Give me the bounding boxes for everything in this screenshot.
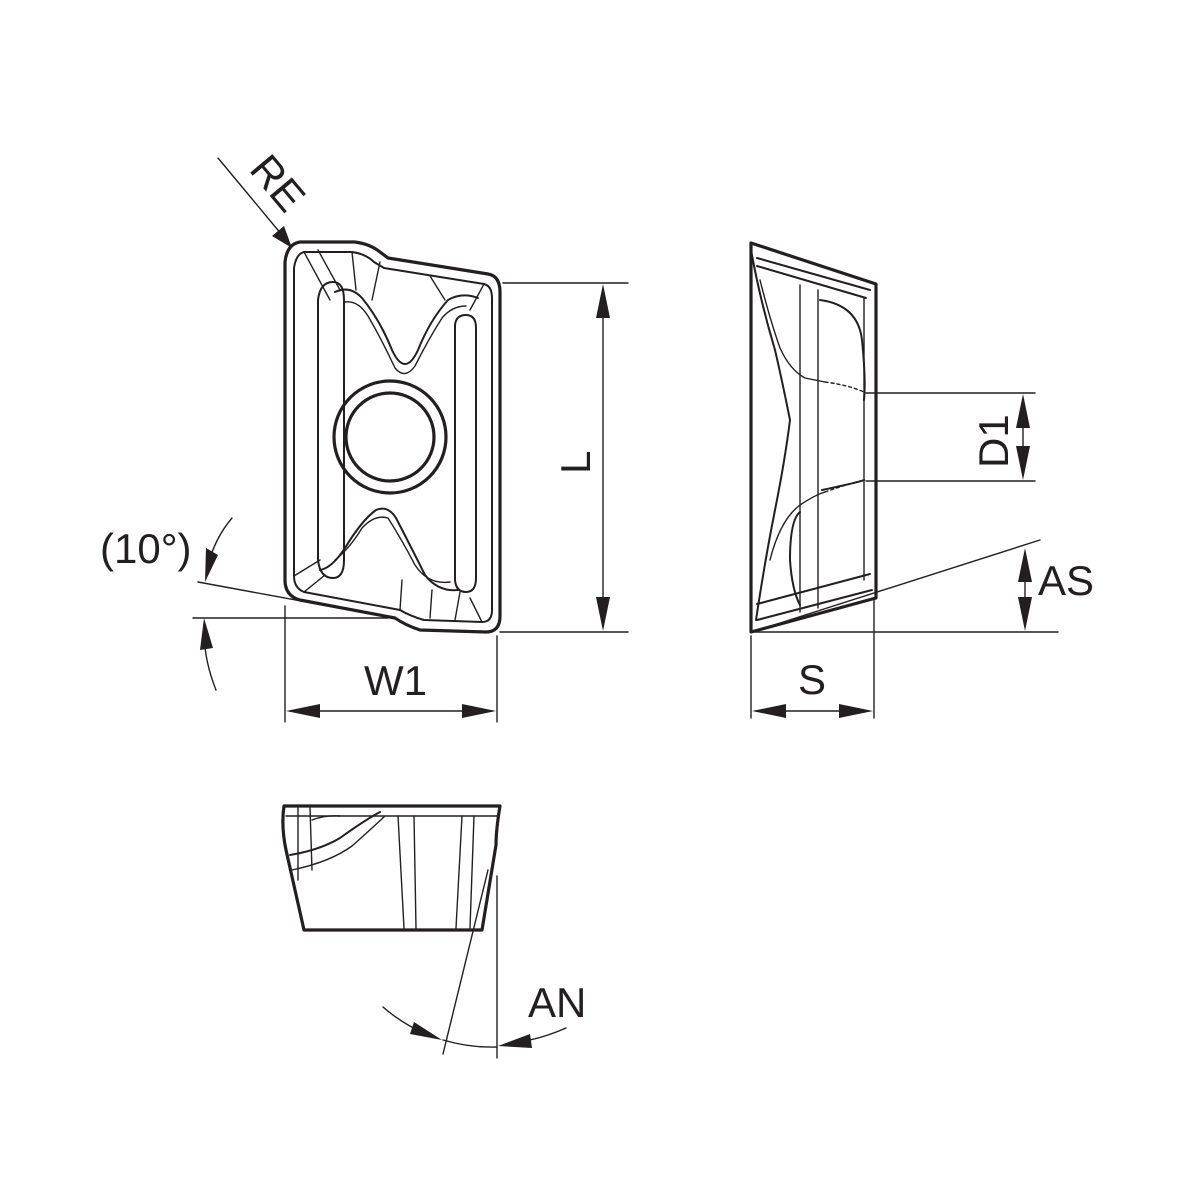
re-leader-line [217,157,283,236]
top-view-corner-facet-bl [293,559,326,593]
front-view-left-bevel [297,807,313,881]
front-view-chip-wave-2 [291,815,386,871]
an-arrow-left [410,1022,442,1040]
re-dimension: RE [217,146,315,248]
top-view-lower-chipbreaker-inner [334,516,451,584]
angle-10-dimension: (10°) [100,517,389,691]
re-arrowhead [272,226,292,248]
side-view-front-contour [750,249,791,621]
an-label: AN [528,979,586,1026]
side-view-upper-chip-curve [819,299,866,401]
side-view-top-band [756,257,871,299]
top-view-corner-facet-tr [371,261,485,311]
front-view [281,804,502,932]
as-arrow-top [1018,548,1032,582]
top-view-corner-facet-br [399,579,483,623]
side-view-outline [749,241,878,634]
an-arc-bottom [442,1039,498,1048]
as-slant-line [751,539,1041,633]
top-view-upper-chipbreaker [334,288,479,365]
d1-arrow-top [1016,394,1030,428]
as-arrow-bottom [1018,597,1032,631]
top-view-left-groove [317,281,345,579]
s-dimension: S [750,599,875,719]
angle-10-arrow-upper [205,548,218,582]
l-arrow-bottom [596,597,610,631]
side-view [749,241,878,634]
angle-10-label: (10°) [100,525,192,572]
top-view-outline [283,240,502,634]
top-view [283,240,502,634]
side-view-hole-dashed-top [824,381,865,393]
d1-label: D1 [970,414,1017,468]
s-arrow-right [839,704,873,718]
angle-10-slant-line [197,581,389,618]
top-view-corner-facet-tl [303,249,357,301]
side-view-hole-dashed-bottom [824,479,865,493]
side-view-upper-chip-curve-2 [759,279,826,383]
w1-dimension: W1 [284,605,498,723]
front-view-vertical-lands [397,815,475,929]
side-view-bottom-band [756,573,873,621]
top-view-right-groove [454,314,477,593]
an-slant-line [442,869,489,1055]
as-dimension: AS [751,539,1094,633]
as-label: AS [1038,557,1094,604]
d1-arrow-bottom [1016,446,1030,480]
w1-arrow-right [462,704,496,718]
an-arrow-right [498,1034,532,1048]
an-arc-right [529,1027,567,1041]
front-view-outline [281,804,502,932]
s-arrow-left [752,704,786,718]
re-label: RE [241,146,315,221]
top-view-upper-chipbreaker-inner [344,301,467,375]
top-view-inner-outline [293,251,493,623]
angle-10-arrow-lower [200,618,213,650]
d1-dimension: D1 [865,392,1036,482]
top-view-hole-outer [332,379,448,495]
side-view-lower-chip-curve-2 [769,491,826,561]
w1-arrow-left [286,704,320,718]
s-label: S [798,656,826,703]
an-dimension: AN [382,869,586,1059]
l-arrow-top [596,284,610,318]
front-view-chip-wave [289,811,381,856]
l-dimension: L [499,282,629,633]
w1-label: W1 [364,657,427,704]
l-label: L [552,451,599,474]
top-view-hole-inner [344,391,436,483]
